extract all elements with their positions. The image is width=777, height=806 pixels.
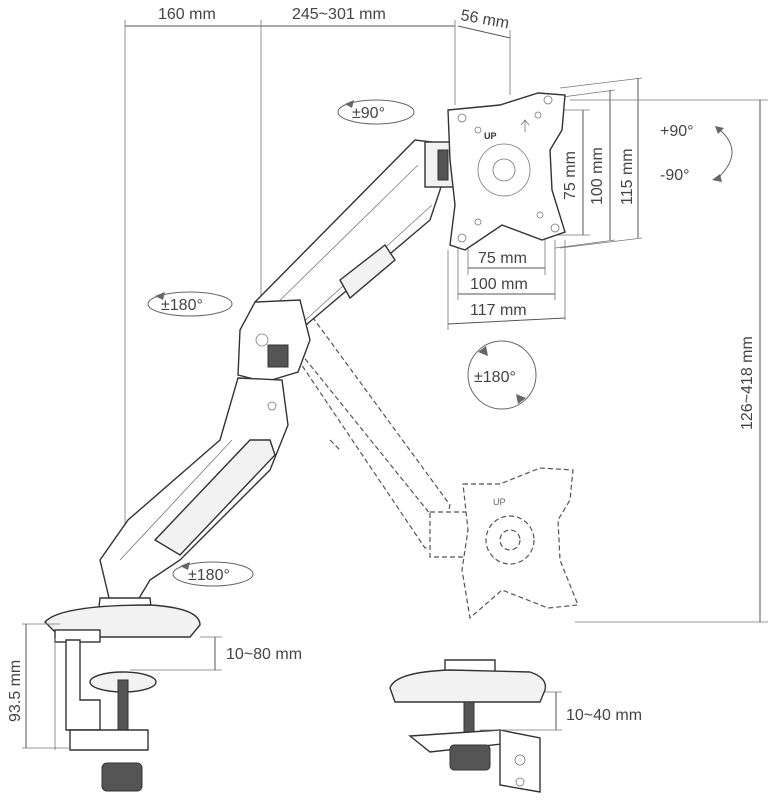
clamp-height-label: 93.5 mm [7, 660, 24, 722]
vesa-100-vertical-label: 100 mm [589, 147, 606, 205]
plate-115-vertical-label: 115 mm [619, 148, 636, 205]
grommet-range-dimension-lines [480, 691, 562, 731]
plate-up-mark: UP [484, 131, 497, 141]
lowered-arm-ghost: UP [269, 299, 579, 620]
clamp-height-dimension-lines [22, 623, 70, 749]
tilt-plus-label: +90° [660, 123, 694, 140]
rotation-badge-lower-swivel [172, 561, 254, 587]
swivel-upper-label: ±180° [161, 297, 203, 314]
arm-reach-label: 245~301 mm [292, 6, 386, 23]
ghost-up-mark: UP [493, 497, 506, 507]
plate-depth-label: 56 mm [459, 7, 510, 32]
vesa-75-horizontal-label: 75 mm [478, 250, 527, 267]
base-post [44, 597, 201, 638]
tilt-arrowhead-top [715, 126, 724, 134]
vesa-plate: UP [447, 92, 566, 251]
height-range-dimension-lines [570, 99, 768, 623]
vesa-100-horizontal-label: 100 mm [470, 276, 528, 293]
base-offset-label: 160 mm [158, 6, 216, 23]
plate-rotate-label: ±180° [474, 369, 516, 386]
height-range-label: 126~418 mm [739, 336, 756, 430]
desk-clamp [54, 629, 157, 792]
lower-arm [99, 377, 289, 603]
plate-117-horizontal-label: 117 mm [470, 302, 527, 319]
grommet-mount [389, 659, 547, 793]
tilt-arrowhead-bottom [712, 174, 722, 182]
tilt-arc-arrow [717, 129, 733, 179]
rotation-badge-plate [467, 340, 537, 410]
clamp-range-label: 10~80 mm [226, 646, 302, 663]
tilt-minus-label: -90° [660, 167, 690, 184]
rotation-badge-top [337, 99, 415, 125]
top-dimension-lines [124, 20, 511, 530]
grommet-range-label: 10~40 mm [566, 707, 642, 724]
rotation-badge-upper-swivel [147, 291, 233, 317]
clamp-range-dimension-lines [130, 636, 222, 671]
elbow-joint [237, 299, 311, 383]
vesa-75-vertical-label: 75 mm [562, 151, 579, 200]
swivel-lower-label: ±180° [188, 567, 230, 584]
vesa-horizontal-dimension-lines [447, 238, 566, 330]
tilt-top-label: ±90° [352, 105, 385, 122]
